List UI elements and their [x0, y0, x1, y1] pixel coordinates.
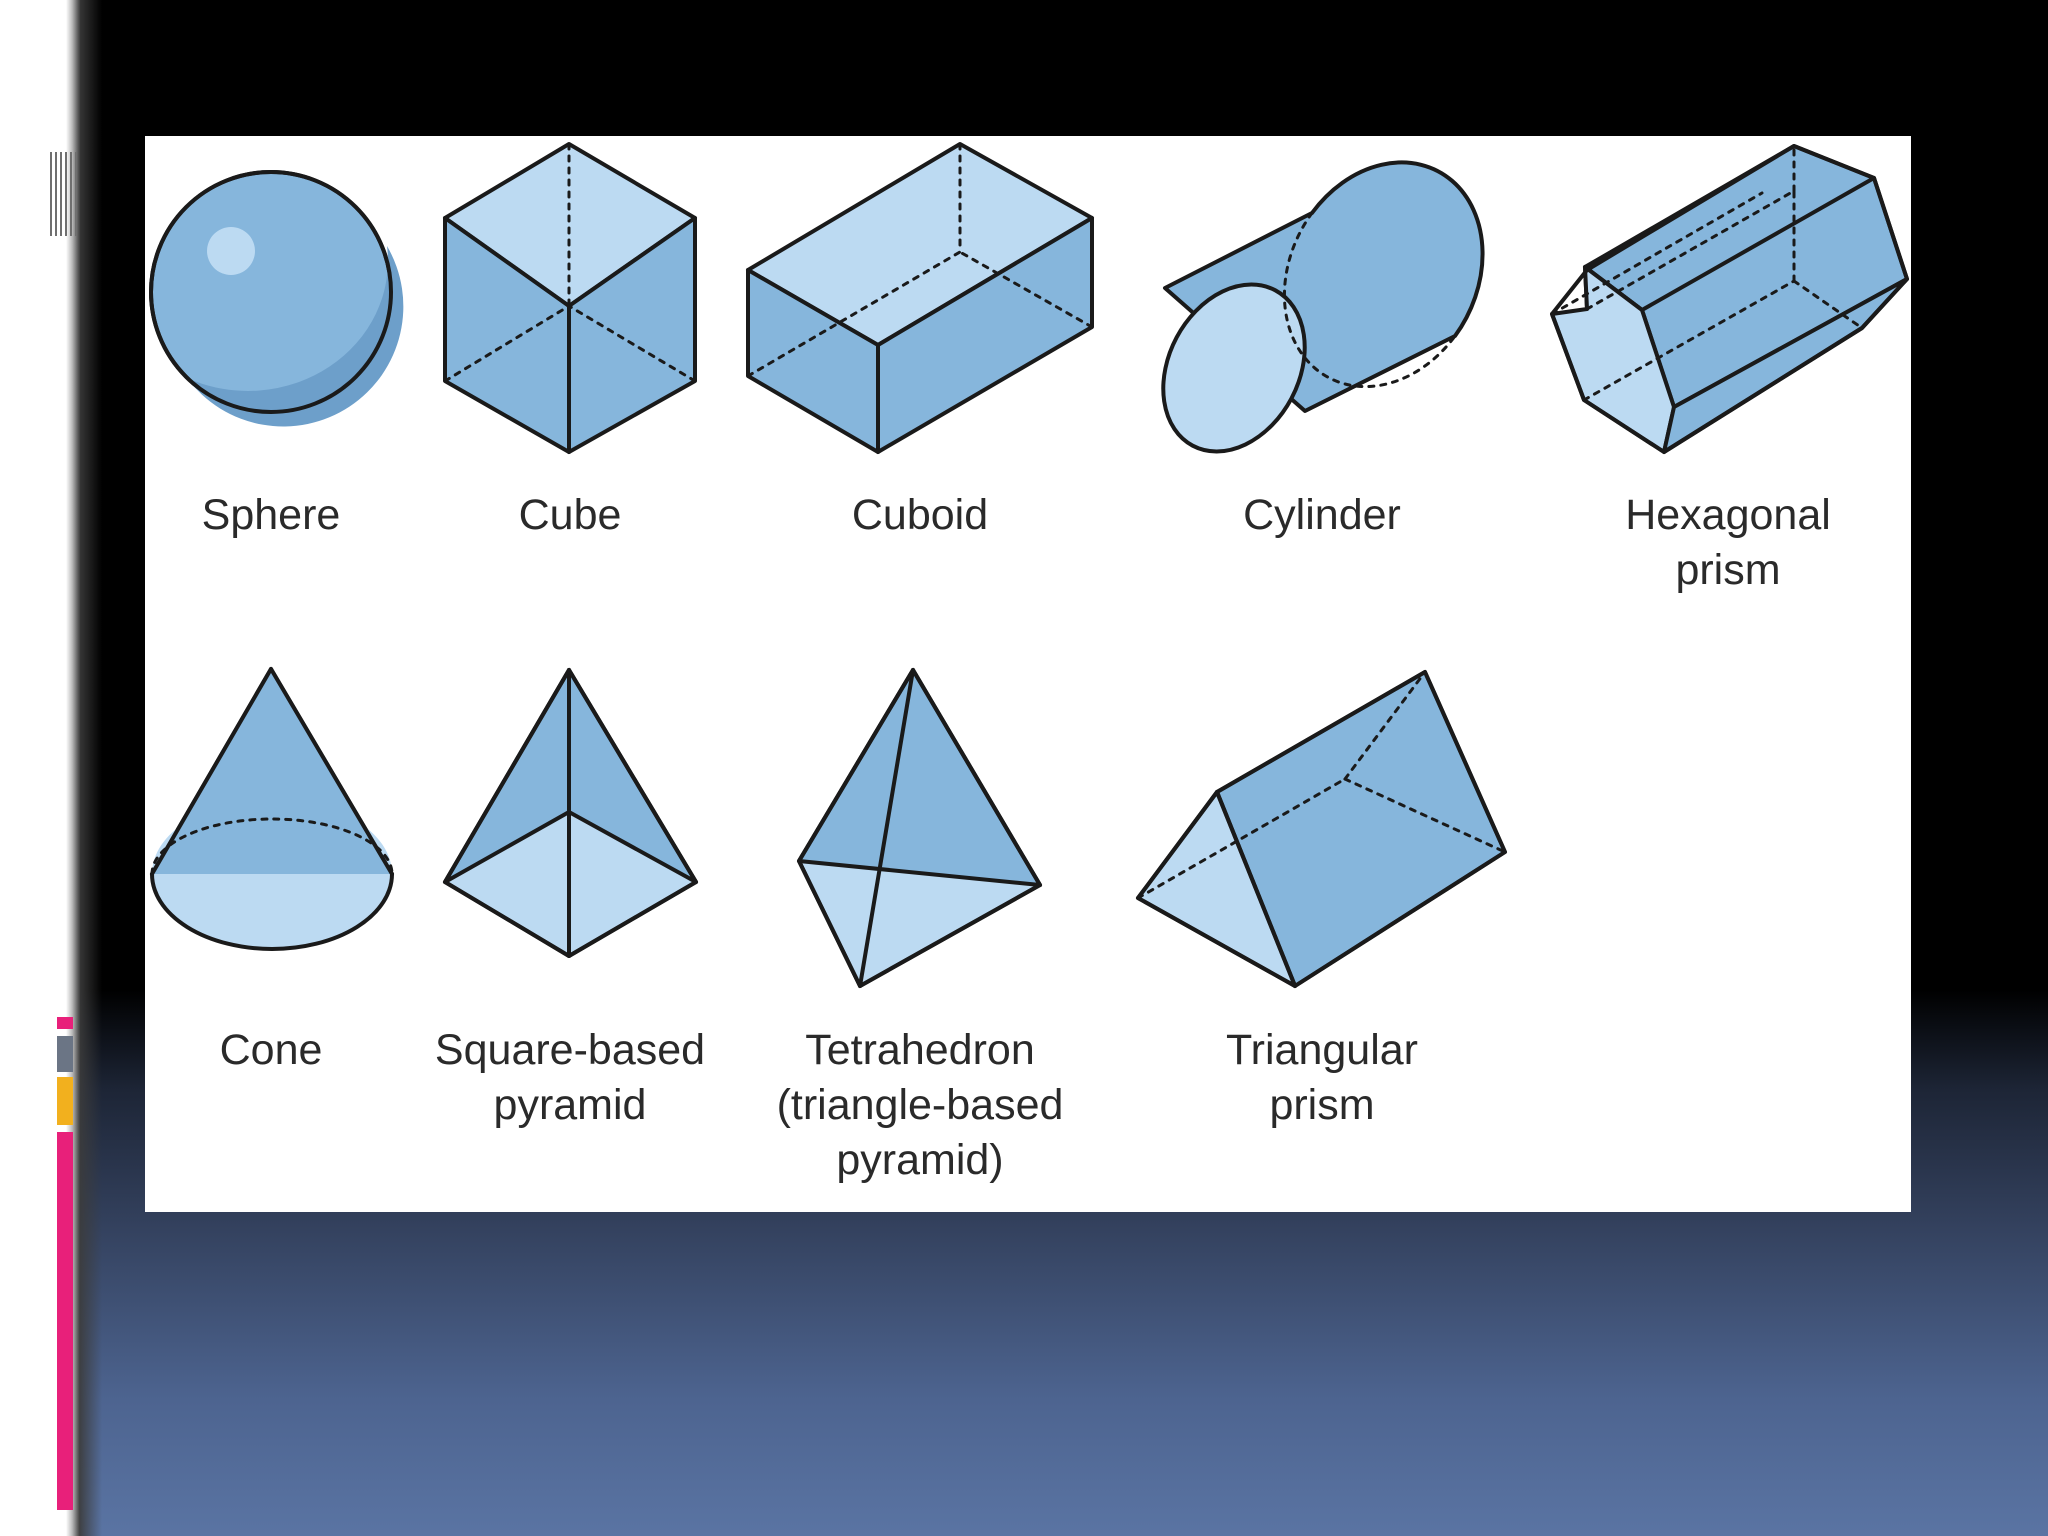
label-square-based-pyramid: Square-based pyramid — [434, 1026, 706, 1129]
cone-icon — [150, 667, 394, 951]
label-cone: Cone — [219, 1026, 323, 1074]
decorative-lines — [46, 152, 80, 236]
square-pyramid-icon — [443, 668, 698, 958]
accent-bar-pink-top — [57, 1017, 73, 1029]
cube-icon — [443, 142, 697, 454]
label-hexagonal-prism: Hexagonal prism — [1625, 491, 1831, 594]
accent-bar-gray — [57, 1036, 73, 1072]
cuboid-icon — [746, 142, 1094, 454]
tetrahedron-icon — [797, 668, 1042, 988]
hexagonal-prism-icon — [1550, 144, 1909, 454]
left-band-shadow — [80, 0, 102, 1536]
label-tetrahedron: Tetrahedron (triangle-based pyramid) — [776, 1026, 1064, 1184]
triangular-prism-icon — [1136, 670, 1507, 988]
cylinder-icon — [1161, 160, 1485, 454]
label-triangular-prism: Triangular prism — [1226, 1026, 1418, 1129]
label-cylinder: Cylinder — [1243, 491, 1401, 539]
accent-bar-pink-long — [57, 1132, 73, 1510]
label-cube: Cube — [518, 491, 622, 539]
label-cuboid: Cuboid — [851, 491, 989, 539]
label-sphere: Sphere — [201, 491, 341, 539]
sphere-icon — [149, 170, 404, 427]
accent-bar-gold — [57, 1077, 73, 1125]
shapes-illustration — [149, 142, 1909, 988]
shapes-diagram-panel: Sphere Cube Cuboid Cylinder Hexagonal pr… — [145, 136, 1911, 1212]
